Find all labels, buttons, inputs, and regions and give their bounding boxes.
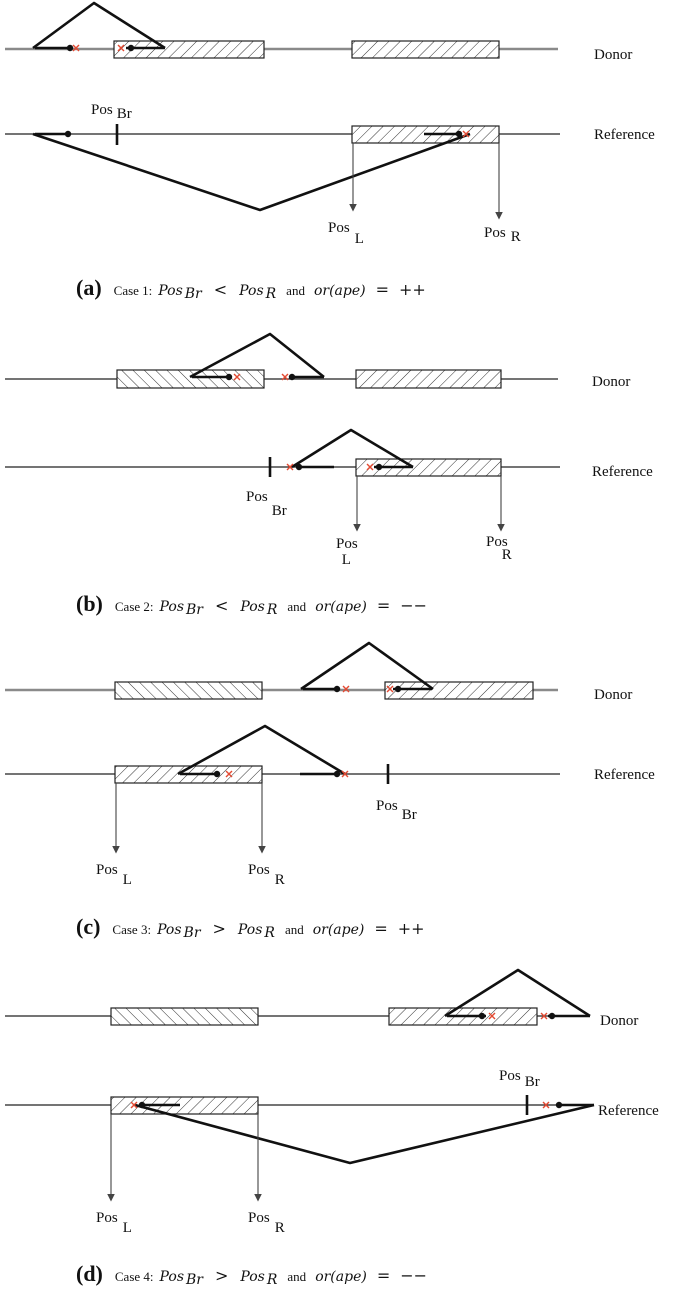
pos-l-label-a: PosL <box>328 220 364 247</box>
read-end-dot <box>333 685 341 693</box>
read-end-dot <box>333 770 341 778</box>
read-pair-link-a-ref <box>32 132 471 212</box>
read-end-dot <box>225 373 233 381</box>
donor-segment-a2 <box>351 40 500 59</box>
read-pair-link-b-ref <box>291 428 414 469</box>
donor-segment-b1 <box>116 369 265 389</box>
read-end-dot <box>455 130 463 138</box>
reference-segment-b <box>355 458 502 477</box>
read-end-dot <box>288 373 296 381</box>
pos-r-label-d: PosR <box>248 1210 285 1236</box>
mismatch-mark <box>540 1012 548 1020</box>
mismatch-mark <box>286 463 294 471</box>
donor-segment-c1 <box>114 681 263 700</box>
reference-label-d: Reference <box>598 1103 659 1119</box>
pos-br-label-c: PosBr <box>376 798 417 823</box>
mismatch-mark <box>488 1012 496 1020</box>
read-end-dot <box>64 130 72 138</box>
mismatch-mark <box>281 373 289 381</box>
read-pair-link-a-donor <box>32 1 166 50</box>
mismatch-mark <box>542 1101 550 1109</box>
reference-label-b: Reference <box>592 464 653 480</box>
mismatch-mark <box>225 770 233 778</box>
mismatch-mark <box>342 685 350 693</box>
mismatch-mark <box>233 373 241 381</box>
read-end-dot <box>213 770 221 778</box>
pos-br-label-b: PosBr <box>246 489 287 519</box>
reference-label-c: Reference <box>594 767 655 783</box>
donor-label-c: Donor <box>594 687 632 703</box>
reference-label-a: Reference <box>594 127 655 143</box>
read-end-dot <box>548 1012 556 1020</box>
mismatch-mark <box>130 1101 138 1109</box>
pos-l-label-d: PosL <box>96 1210 132 1236</box>
donor-segment-c2 <box>384 681 534 700</box>
panel-c: Donor PosBr Reference PosL PosR (c) Case… <box>5 641 655 941</box>
read-end-dot <box>478 1012 486 1020</box>
donor-label-a: Donor <box>594 47 632 63</box>
read-pair-link-c-ref <box>177 724 346 776</box>
mismatch-mark <box>462 130 470 138</box>
mismatch-mark <box>117 44 125 52</box>
donor-segment-a1 <box>113 40 265 59</box>
donor-segment-b2 <box>355 369 502 389</box>
donor-label-d: Donor <box>600 1013 638 1029</box>
donor-segment-d1 <box>110 1007 259 1026</box>
read-end-dot <box>66 44 74 52</box>
read-end-dot <box>375 463 383 471</box>
read-end-dot <box>295 463 303 471</box>
read-pair-link-b-donor <box>189 332 325 379</box>
mismatch-mark <box>341 770 349 778</box>
pos-l-label-c: PosL <box>96 862 132 888</box>
mismatch-mark <box>366 463 374 471</box>
read-end-dot <box>555 1101 563 1109</box>
pos-r-label-c: PosR <box>248 862 285 888</box>
read-end-dot <box>138 1101 146 1109</box>
mismatch-mark <box>72 44 80 52</box>
read-end-dot <box>127 44 135 52</box>
mismatch-mark <box>386 685 394 693</box>
read-pair-link-c-donor <box>300 641 434 691</box>
read-end-dot <box>394 685 402 693</box>
read-pair-link-d-ref <box>134 1103 595 1165</box>
donor-label-b: Donor <box>592 374 630 390</box>
read-pair-link-d-donor <box>444 968 591 1018</box>
